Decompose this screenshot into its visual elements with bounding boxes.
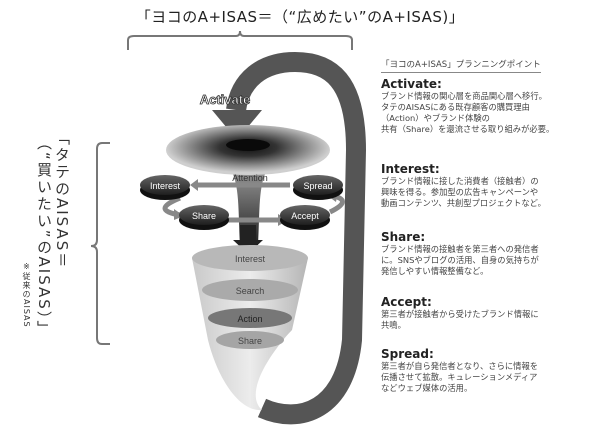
loop-arrow [226,51,367,425]
svg-text:Search: Search [236,286,265,296]
activate-arrowhead [212,110,262,140]
svg-text:Interest: Interest [150,181,181,191]
funnel-stage-search [202,279,298,301]
svg-text:Action: Action [237,314,262,324]
point-activate: Activate: ブランド情報の関心層を商品関心層へ移行。 タテのAISASに… [381,77,555,134]
vertical-aisas-note: ※従来のAISAS [22,262,31,328]
point-interest: Interest: ブランド情報に接した消費者（接触者）の 興味を得る。参加型の… [381,162,546,208]
point-accept: Accept: 第三者が接触者から受けたブランド情報に 共鳴。 [381,295,539,330]
svg-text:Spread: Spread [303,181,332,191]
loop-arrows [162,182,345,223]
svg-text:Share: Share [238,336,262,346]
vertical-aisas-line2: （“買いたい”のAISAS）」 [35,135,53,338]
vertical-aisas-line1: 「タテのAISAS＝ [53,130,71,270]
diagram-title: 「ヨコのA+ISAS＝（“広めたい”のA+ISAS)」 [135,8,465,26]
point-share: Share: ブランド情報の接触者を第三者への発信者 に。SNSやブログの活用、… [381,230,539,276]
top-brace [127,30,353,50]
panel-heading: 「ヨコのA+ISAS」プランニングポイント [381,58,541,73]
attention-label: Attention [232,173,268,183]
loop-button-spread: Spread [293,175,343,200]
svg-text:Interest: Interest [235,254,266,264]
svg-text:Accept: Accept [291,211,319,221]
activate-label: Activate [200,92,251,107]
funnel-stage-interest [192,245,308,271]
loop-button-accept: Accept [280,205,330,230]
funnel-stage-share [216,331,284,349]
svg-text:Share: Share [192,211,216,221]
point-spread: Spread: 第三者が自ら発信者となり、さらに情報を 伝播させて拡散。キュレー… [381,347,539,393]
planning-points-panel: 「ヨコのA+ISAS」プランニングポイント Activate: ブランド情報の関… [381,52,596,393]
funnel-stage-action [208,308,292,328]
loop-button-interest: Interest [140,175,190,200]
left-brace [90,142,110,345]
loop-button-share: Share [179,205,229,230]
